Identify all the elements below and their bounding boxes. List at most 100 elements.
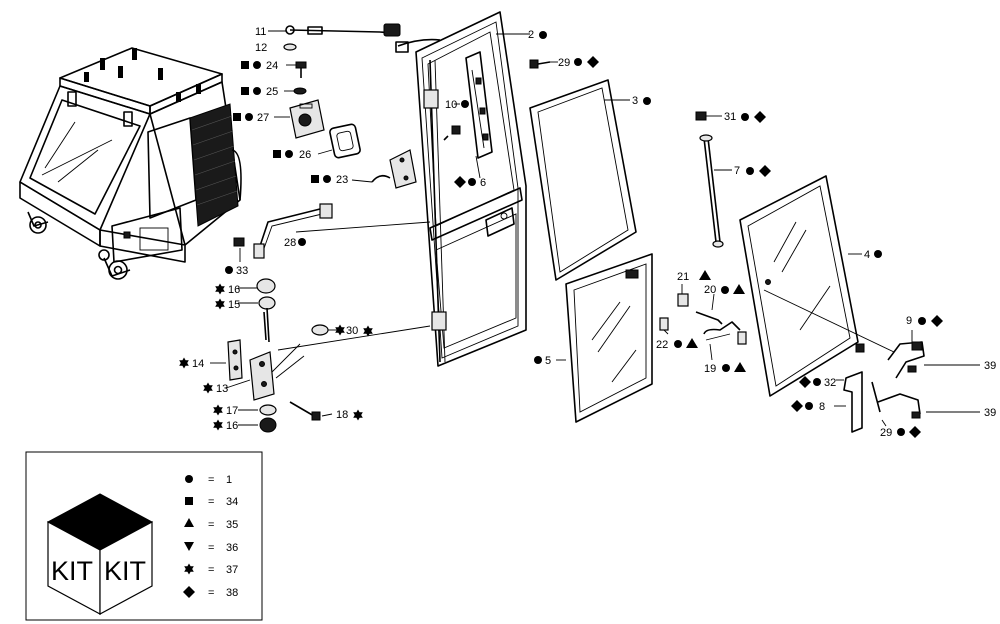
star-icon — [213, 404, 223, 416]
square-icon — [273, 150, 281, 158]
nut — [293, 87, 307, 95]
star-icon — [203, 382, 213, 394]
diamond-icon — [931, 315, 943, 327]
hex-nut — [233, 237, 245, 247]
callout-17: 17 — [226, 405, 238, 417]
circle-icon — [468, 178, 476, 186]
square-icon — [241, 61, 249, 69]
diamond-icon — [754, 111, 766, 123]
kit-cube-icon: KIT KIT — [46, 493, 154, 616]
callout-31: 31 — [724, 111, 736, 123]
circle-icon — [643, 97, 651, 105]
circle-icon — [461, 100, 469, 108]
legend-value-38: 38 — [226, 587, 238, 599]
bolt — [295, 61, 307, 78]
callout-26: 26 — [299, 149, 311, 161]
diamond-icon — [791, 400, 803, 412]
kit-label-right: KIT — [104, 556, 146, 586]
circle-icon — [539, 31, 547, 39]
callout-8: 8 — [819, 401, 825, 413]
callout-39-bottom: 39 — [984, 407, 996, 419]
diamond-icon — [799, 376, 811, 388]
square-icon — [233, 113, 241, 121]
star-icon — [179, 357, 189, 369]
triangle-up-icon — [733, 284, 745, 294]
callout-11: 11 — [255, 26, 266, 38]
callout-21: 21 — [677, 271, 689, 283]
latch-rail — [465, 51, 493, 159]
circle-icon — [805, 402, 813, 410]
circle-icon — [253, 87, 261, 95]
callout-19: 19 — [704, 363, 716, 375]
legend-value-37: 37 — [226, 564, 238, 576]
callout-3: 3 — [632, 95, 638, 107]
diamond-icon — [587, 56, 599, 68]
cable-assembly — [285, 23, 441, 53]
diamond-icon — [759, 165, 771, 177]
star-icon — [213, 419, 223, 431]
circle-icon — [721, 286, 729, 294]
washer — [283, 43, 297, 51]
callout-2: 2 — [528, 29, 534, 41]
legend-eq: = — [208, 587, 214, 599]
door-frame — [415, 11, 527, 367]
callout-16-top: 16 — [228, 284, 240, 296]
circle-icon — [918, 317, 926, 325]
legend-square-icon — [185, 497, 193, 505]
callout-29-top: 29 — [558, 57, 570, 69]
legend-diamond-icon — [183, 586, 195, 598]
circle-icon — [813, 378, 821, 386]
legend-eq: = — [208, 542, 214, 554]
callout-12: 12 — [255, 42, 267, 54]
legend-eq: = — [208, 496, 214, 508]
star-icon — [215, 283, 225, 295]
callout-18: 18 — [336, 409, 348, 421]
callout-9: 9 — [906, 315, 912, 327]
circle-icon — [722, 364, 730, 372]
leader-lines — [210, 30, 980, 427]
circle-icon — [574, 58, 582, 66]
callout-10: 10 — [445, 99, 457, 111]
door-handle-set — [659, 293, 747, 345]
callout-28: 28 — [284, 237, 296, 249]
legend-value-35: 35 — [226, 519, 238, 531]
callout-14: 14 — [192, 358, 204, 370]
hinge-pin-assembly — [227, 278, 329, 433]
grab-handle — [253, 203, 333, 259]
screw — [443, 125, 461, 141]
legend-value-36: 36 — [226, 542, 238, 554]
circle-icon — [298, 238, 306, 246]
callout-27: 27 — [257, 112, 269, 124]
callout-22: 22 — [656, 339, 668, 351]
callout-5: 5 — [545, 355, 551, 367]
legend-value-1: 1 — [226, 474, 232, 486]
latch-bracket — [289, 99, 325, 139]
callout-4: 4 — [864, 249, 870, 261]
triangle-up-icon — [686, 338, 698, 348]
legend-circle-icon — [185, 475, 193, 483]
circle-icon — [245, 113, 253, 121]
callout-15: 15 — [228, 299, 240, 311]
triangle-up-icon — [699, 270, 711, 280]
circle-icon — [674, 340, 682, 348]
callout-24: 24 — [266, 60, 278, 72]
diamond-icon — [454, 176, 466, 188]
callout-6: 6 — [480, 177, 486, 189]
circle-icon — [897, 428, 905, 436]
legend-eq: = — [208, 519, 214, 531]
star-icon — [353, 409, 363, 421]
callout-13: 13 — [216, 383, 228, 395]
callout-29-bottom: 29 — [880, 427, 892, 439]
callout-23: 23 — [336, 174, 348, 186]
callout-16-bottom: 16 — [226, 420, 238, 432]
square-icon — [311, 175, 319, 183]
legend-eq: = — [208, 564, 214, 576]
door-hinge — [371, 149, 417, 189]
circle-icon — [285, 150, 293, 158]
lower-glass-panel — [565, 253, 653, 423]
legend-triangle-down-icon — [184, 542, 194, 551]
callout-33: 33 — [236, 265, 248, 277]
cab-assembly — [19, 47, 242, 280]
window-latch-set — [843, 341, 925, 433]
